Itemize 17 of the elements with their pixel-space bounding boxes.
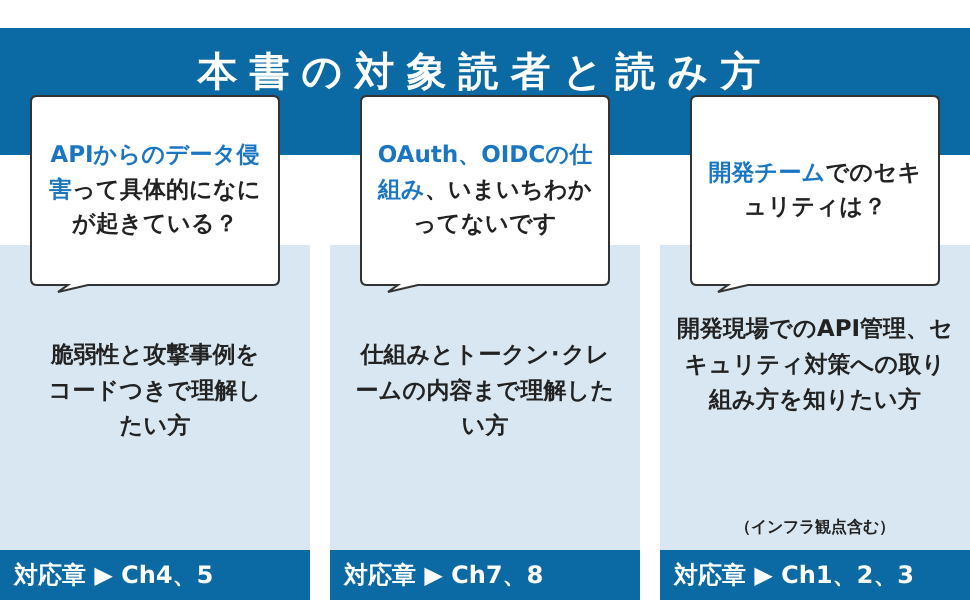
body-text: 仕組みとトークン･クレームの内容まで理解したい方 [354,341,616,442]
question-text: APIからのデータ侵害って具体的になにが起きている？ [48,141,262,240]
note-text: （インフラ観点含む） [734,517,896,538]
question-text: 開発チームでのセキュリティは？ [708,158,922,222]
body-text: 脆弱性と攻撃事例をコードつきで理解したい方 [48,341,262,442]
info-panel [330,296,640,600]
speech-bubble [360,95,610,293]
chapter-band: 対応章 ▶ Ch7、8 [330,550,640,600]
title: 本書の対象読者と読み方 [196,48,774,97]
chapter-band: 対応章 ▶ Ch1、2、3 [660,550,970,600]
body-text: 開発現場でのAPI管理、セキュリティ対策への取り組み方を知りたい方 [676,315,954,416]
info-panel [660,296,970,600]
chapter-band: 対応章 ▶ Ch4、5 [0,550,310,600]
speech-bubble [30,95,280,293]
speech-bubble [690,95,940,293]
question-text: OAuth、OIDCの仕組み、いまいちわかってないです [376,141,594,240]
info-panel [0,296,310,600]
